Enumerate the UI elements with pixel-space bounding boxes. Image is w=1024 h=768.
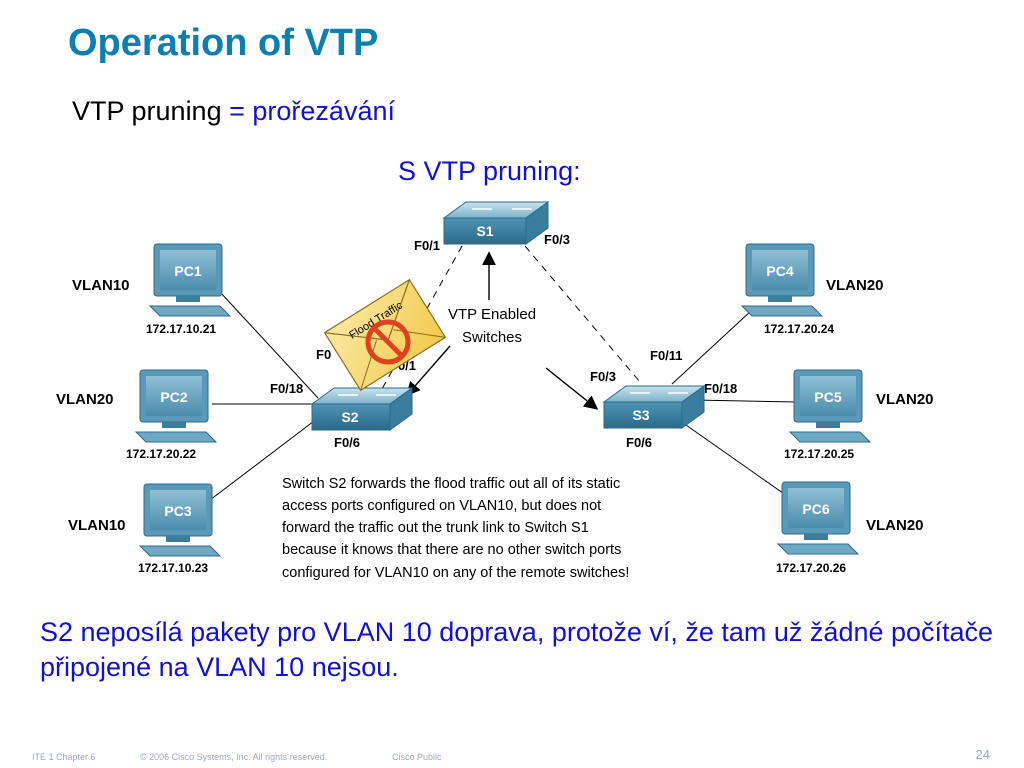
explanation-footer: S2 neposílá pakety pro VLAN 10 doprava, … <box>40 617 994 682</box>
port-s1-f03: F0/3 <box>544 232 570 247</box>
pc5-vlan: VLAN20 <box>876 391 934 408</box>
links <box>209 245 797 501</box>
port-s3-f011: F0/11 <box>650 348 683 363</box>
pc6-ip: 172.17.20.26 <box>776 561 846 575</box>
link-pc4-s3 <box>671 309 753 385</box>
section-heading: S VTP pruning: <box>398 156 581 186</box>
pc5-label: PC5 <box>814 389 841 405</box>
pc2[interactable]: PC2 <box>134 369 218 443</box>
pc4-ip: 172.17.20.24 <box>764 322 834 336</box>
port-s2-f018: F0/18 <box>270 381 303 396</box>
link-pc5-s3 <box>693 399 797 403</box>
network-diagram: S1 S2 S3 PC1 VLAN10 172.17.10.21 PC2 VLA… <box>56 201 934 581</box>
pc5-ip: 172.17.20.25 <box>784 447 854 461</box>
link-pc6-s3 <box>675 417 791 499</box>
switch-s2-label: S2 <box>341 409 358 425</box>
arrow-to-s2 <box>406 345 451 397</box>
pc1-label: PC1 <box>174 263 201 279</box>
port-s2-f0: F0 <box>316 347 331 362</box>
vtp-switches-label: Switches <box>462 329 522 346</box>
link-pc1-s2 <box>219 291 319 399</box>
pc2-label: PC2 <box>160 389 187 405</box>
arrow-to-s3 <box>545 367 599 410</box>
pc6-label: PC6 <box>802 501 829 517</box>
pc2-ip: 172.17.20.22 <box>126 447 196 461</box>
pc1-vlan: VLAN10 <box>72 277 130 294</box>
arrows <box>406 251 599 410</box>
pc3-ip: 172.17.10.23 <box>138 561 208 575</box>
pc3-vlan: VLAN10 <box>68 517 126 534</box>
explanation-note: Switch S2 forwards the flood traffic out… <box>282 476 629 581</box>
note-line-5: configured for VLAN10 on any of the remo… <box>282 565 629 581</box>
page-number: 24 <box>975 747 990 762</box>
subtitle-equals: = <box>229 96 253 126</box>
footer-chapter: ITE 1 Chapter 6 <box>32 752 96 762</box>
port-s3-f018: F0/18 <box>704 381 737 396</box>
subtitle: VTP pruning = prořezávání <box>72 96 395 127</box>
pc2-vlan: VLAN20 <box>56 391 114 408</box>
subtitle-translation: prořezávání <box>252 96 395 126</box>
pc5[interactable]: PC5 <box>788 369 872 443</box>
note-line-1: Switch S2 forwards the flood traffic out… <box>282 476 620 492</box>
pc4-vlan: VLAN20 <box>826 277 884 294</box>
pc1[interactable]: PC1 <box>148 243 232 317</box>
note-line-3: forward the traffic out the trunk link t… <box>282 520 589 536</box>
switch-s2[interactable]: S2 <box>310 387 414 431</box>
subtitle-term: VTP pruning <box>72 96 230 126</box>
footer-copyright: © 2006 Cisco Systems, Inc. All rights re… <box>140 752 328 762</box>
pc3-label: PC3 <box>164 503 191 519</box>
switch-s3-label: S3 <box>632 407 649 423</box>
footer-classification: Cisco Public <box>392 752 442 762</box>
pc4-label: PC4 <box>766 263 793 279</box>
switch-s1[interactable]: S1 <box>442 201 550 245</box>
note-line-4: because it knows that there are no other… <box>282 542 621 558</box>
prohibited-icon <box>365 319 411 365</box>
link-pc3-s2 <box>209 417 319 501</box>
vtp-enabled-label: VTP Enabled <box>448 306 536 323</box>
page-title: Operation of VTP <box>68 22 379 64</box>
pc6-vlan: VLAN20 <box>866 517 924 534</box>
port-s3-f06: F0/6 <box>626 435 652 450</box>
pc1-ip: 172.17.10.21 <box>146 322 216 336</box>
port-s1-f01: F0/1 <box>414 238 440 253</box>
port-s3-f03: F0/3 <box>590 369 616 384</box>
switch-s1-label: S1 <box>476 223 493 239</box>
flood-traffic-envelope-icon: Flood Traffic <box>323 278 447 392</box>
pc4[interactable]: PC4 <box>740 243 824 317</box>
port-s2-f06: F0/6 <box>334 435 360 450</box>
pc3[interactable]: PC3 <box>138 483 222 557</box>
pc6[interactable]: PC6 <box>776 481 860 555</box>
trunk-s1-s3 <box>524 245 641 383</box>
note-line-2: access ports configured on VLAN10, but d… <box>282 498 601 514</box>
switch-s3[interactable]: S3 <box>602 385 706 429</box>
